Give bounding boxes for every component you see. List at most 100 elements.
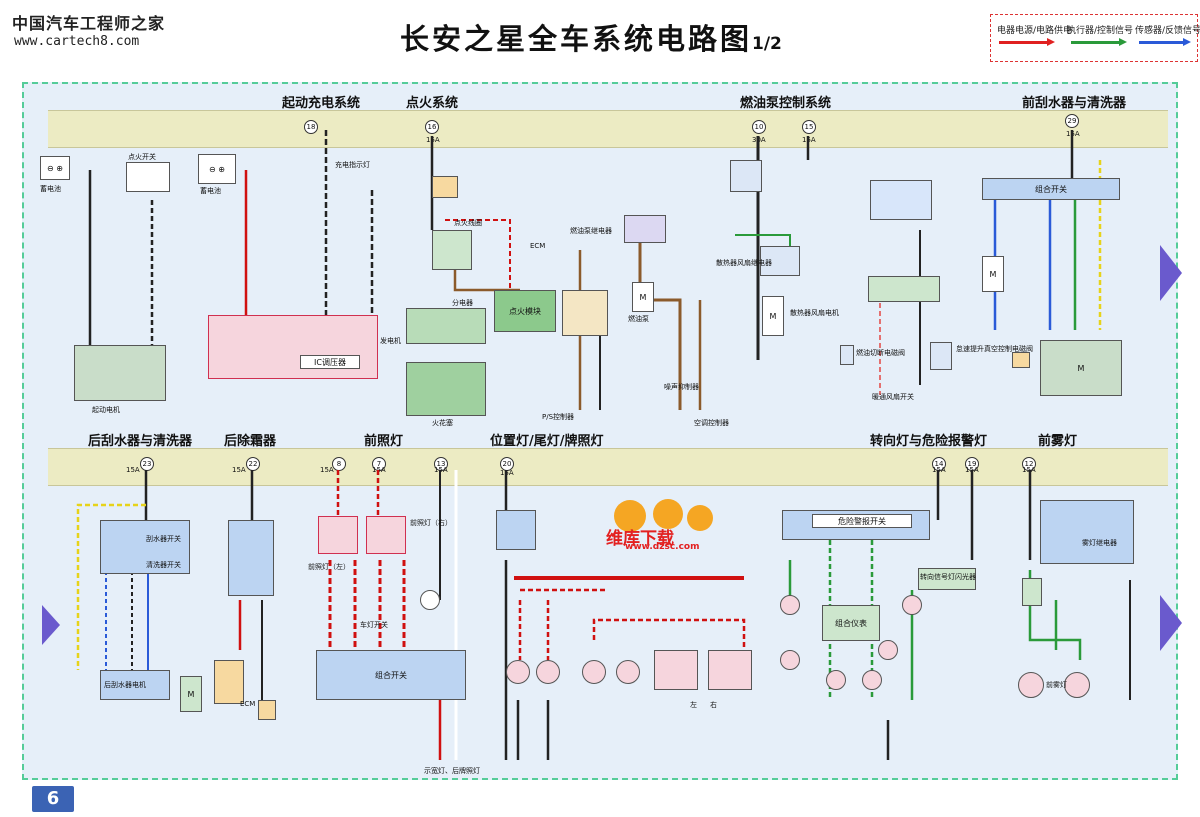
watermark-text: 维库下载 [606, 529, 674, 549]
section-defroster: 后除霜器 [224, 434, 277, 449]
front-side-lamp-right [536, 660, 560, 684]
fog-switch[interactable] [1022, 578, 1042, 606]
heater-fan-switch-label: 暖通风扇开关 [872, 393, 914, 401]
position-light-wires [504, 470, 746, 760]
site-logo: 中国汽车工程师之家 www.cartech8.com [6, 4, 196, 50]
battery-icon-1: ⊖ ⊕ [40, 156, 70, 180]
wire-legend: 电器电源/电路供电 执行器/控制信号 传感器/反馈信号 [990, 14, 1200, 62]
fuse-top-4: 15 [802, 120, 816, 134]
rear-wiper-motor [100, 670, 170, 700]
fuse-bottom-2-amp: 15A [232, 466, 246, 474]
side-turn-lamp-right [878, 640, 898, 660]
fuel-cut-valve [840, 345, 854, 365]
page-number: 6 [32, 786, 74, 812]
front-turn-lamp-right [902, 595, 922, 615]
title-page: 1/2 [752, 34, 782, 54]
heater-fan-switch-block [870, 180, 932, 220]
fan-relay-label: 散热器风扇继电器 [716, 259, 772, 267]
headlight-wires [328, 470, 458, 760]
ignition-coil-label: 点火线圈 [454, 219, 482, 227]
suppressor-box [562, 290, 608, 336]
defroster-ecm-label: ECM [240, 700, 256, 708]
fog-lamp-left [1018, 672, 1044, 698]
power-bus-top [48, 110, 1168, 148]
defroster-wires [238, 470, 263, 700]
fog-relay-label: 雾灯继电器 [1082, 539, 1117, 547]
starter-motor [74, 345, 166, 401]
page-title: 长安之星全车系统电路图1/2 [400, 16, 782, 58]
starter-motor-label: 起动电机 [92, 406, 120, 414]
fan-motor-label: 散热器风扇电机 [790, 309, 839, 317]
section-fuel-pump: 燃油泵控制系统 [740, 96, 832, 111]
power-bus-bottom [48, 448, 1168, 486]
fuse-bottom-5: 13 [434, 457, 448, 471]
section-front-fog: 前雾灯 [1038, 434, 1078, 449]
title-main: 长安之星全车系统电路图 [400, 22, 753, 56]
position-combo-switch[interactable] [496, 510, 536, 550]
high-beam-indicator [420, 590, 440, 610]
noise-suppressor-label: 噪声抑制器 [664, 383, 699, 391]
front-combo-switch[interactable]: 组合开关 [982, 178, 1120, 200]
tail-lamp-left [582, 660, 606, 684]
battery-1-label: 蓄电池 [40, 185, 61, 193]
headlight-combo-switch[interactable]: 组合开关 [316, 650, 466, 700]
next-page-arrow-top[interactable] [1160, 245, 1182, 301]
fuel-pump-relay-label: 燃油泵继电器 [570, 227, 612, 235]
indicator-note: 示宽灯、后牌照灯 [424, 767, 480, 775]
fog-relay [1040, 500, 1134, 564]
watermark-graphic [614, 499, 713, 532]
section-rear-wiper: 后刮水器与清洗器 [88, 434, 193, 449]
legend-control-label: 执行器/控制信号 [1067, 26, 1134, 36]
fuse-bottom-3-amp: 15A [320, 466, 334, 474]
side-turn-lamp-left [780, 650, 800, 670]
defroster-heater [214, 660, 244, 704]
front-wiper-relay [1012, 352, 1030, 368]
fuse-top-1: 18 [304, 120, 318, 134]
heater-relay [730, 160, 762, 192]
fuel-cut-label: 燃油切断电磁阀 [856, 349, 905, 357]
section-starting-charging: 起动充电系统 [282, 96, 361, 111]
distributor-label: 分电器 [452, 299, 473, 307]
legend-sensor-label: 传感器/反馈信号 [1135, 26, 1200, 36]
ignition-switch[interactable] [126, 162, 170, 192]
defroster-relay [258, 700, 276, 720]
fog-lamp-label: 前雾灯 [1046, 681, 1067, 689]
hazard-switch[interactable]: 危险警报开关 [812, 514, 912, 528]
section-position-light: 位置灯/尾灯/牌照灯 [490, 434, 604, 449]
flasher-label: 转向信号灯闪光器 [920, 573, 976, 581]
front-washer-motor: M [982, 256, 1004, 292]
ic-regulator: IC调压器 [300, 355, 360, 369]
tail-lamp-right [616, 660, 640, 684]
battery-icon-2: ⊖ ⊕ [198, 154, 236, 184]
alternator-label: 发电机 [380, 337, 401, 345]
rear-wiper-switch[interactable] [100, 520, 190, 574]
ignition-coil-block [432, 176, 458, 198]
rear-lamp-left-label: 左 [690, 701, 697, 709]
fan-relay [760, 246, 800, 276]
defroster-switch[interactable] [228, 520, 274, 596]
headlight-left-label: 前照灯（左） [308, 563, 350, 571]
legend-sensor-arrow [1139, 38, 1191, 46]
fan-motor: M [762, 296, 784, 336]
section-ignition: 点火系统 [406, 96, 459, 111]
fuel-pump-motor: M [632, 282, 654, 312]
prev-page-arrow[interactable] [42, 605, 60, 645]
fuse-top-5: 29 [1065, 114, 1079, 128]
next-page-arrow-bottom[interactable] [1160, 595, 1182, 651]
section-headlight: 前照灯 [364, 434, 404, 449]
starting-circuit-wires [88, 130, 374, 345]
fuse-bottom-1-amp: 15A [126, 466, 140, 474]
rear-wiper-switch-label: 刮水器开关 [146, 535, 181, 543]
ps-controller-label: P/S控制器 [542, 413, 575, 421]
site-url[interactable]: www.cartech8.com [14, 34, 140, 49]
fog-lamp-right [1064, 672, 1090, 698]
watermark-url[interactable]: www.dzsc.com [625, 542, 700, 552]
front-side-lamp-left [506, 660, 530, 684]
ac-controller-label: 空调控制器 [694, 419, 729, 427]
rear-washer-motor: M [180, 676, 202, 712]
headlight-switch-label: 车灯开关 [360, 621, 388, 629]
rear-wiper-motor-label: 后刮水器电机 [104, 681, 146, 689]
rear-lamp-right-label: 右 [710, 701, 717, 709]
fuel-pump-label: 燃油泵 [628, 315, 649, 323]
legend-power-label: 电器电源/电路供电 [997, 26, 1073, 36]
